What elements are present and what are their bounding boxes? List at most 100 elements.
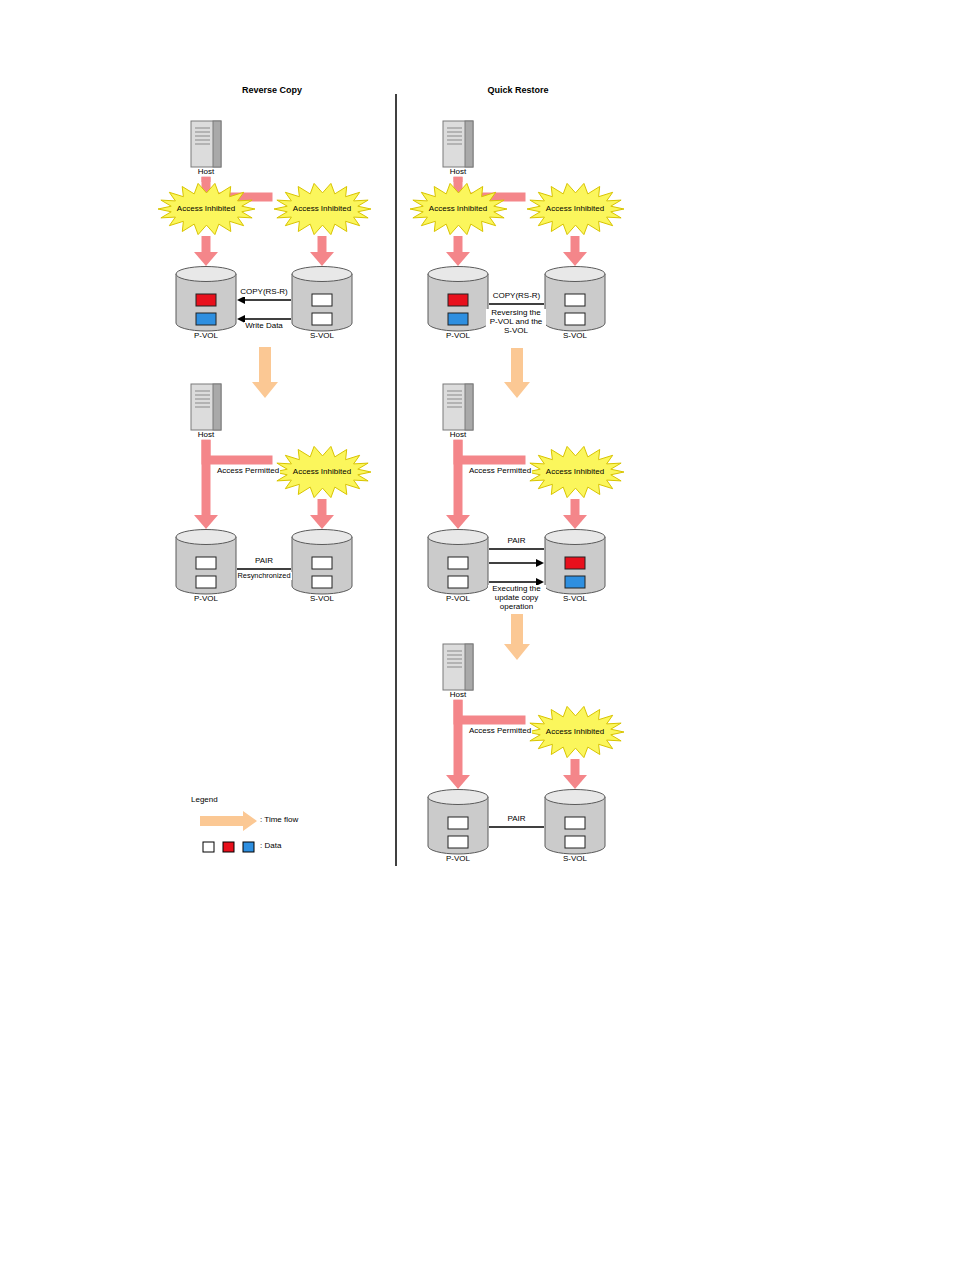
- data-block: [196, 557, 216, 569]
- server-slot: [447, 655, 462, 656]
- host-access-arrow: [194, 236, 218, 266]
- data-block: [196, 294, 216, 306]
- volume-label: S-VOL: [544, 855, 606, 864]
- burst-star: [527, 446, 624, 497]
- server-slot: [447, 651, 462, 652]
- server-body: [443, 384, 473, 430]
- arrow-head: [446, 252, 470, 266]
- data-block: [448, 836, 468, 848]
- host-access-arrow: [310, 499, 334, 529]
- server-slot: [447, 136, 462, 137]
- volume-label: P-VOL: [175, 332, 237, 341]
- cylinder-shape: [175, 529, 237, 595]
- time-flow-arrow: [252, 347, 278, 398]
- data-block: [565, 836, 585, 848]
- arrow-head: [194, 515, 218, 529]
- volume-cylinder: S-VOL: [544, 266, 606, 341]
- server-icon: [184, 383, 228, 431]
- access-bar: [458, 440, 526, 460]
- cylinder-top: [545, 267, 605, 282]
- edge-label: Access Permitted: [468, 727, 532, 736]
- link-line: [244, 299, 291, 300]
- burst-star: [274, 183, 371, 234]
- server-slot: [447, 140, 462, 141]
- volume-cylinder: P-VOL: [427, 529, 489, 604]
- legend-text: : Time flow: [259, 816, 299, 825]
- time-flow-arrow: [504, 614, 530, 660]
- server-side: [213, 384, 221, 430]
- server-side: [465, 644, 473, 690]
- burst-star: [527, 183, 624, 234]
- burst-label: Access Inhibited: [546, 205, 604, 214]
- host-server: Host: [184, 383, 228, 440]
- server-side: [465, 121, 473, 167]
- arrow-shaft: [571, 499, 580, 517]
- cylinder-top: [176, 530, 236, 545]
- volume-label: S-VOL: [544, 332, 606, 341]
- edge-label: PAIR: [506, 537, 526, 546]
- operation-note: Reversing the P-VOL and the S-VOL: [486, 309, 546, 335]
- volume-cylinder: P-VOL: [175, 529, 237, 604]
- burst-star: [274, 446, 371, 497]
- host-label: Host: [436, 431, 480, 440]
- legend-title: Legend: [190, 796, 219, 805]
- data-block: [448, 294, 468, 306]
- server-slot: [195, 140, 210, 141]
- cylinder-body: [176, 537, 236, 594]
- host-label: Host: [436, 691, 480, 700]
- host-label: Host: [184, 431, 228, 440]
- cylinder-shape: [291, 266, 353, 332]
- data-block: [448, 557, 468, 569]
- server-slot: [447, 663, 462, 664]
- server-body: [443, 121, 473, 167]
- access-burst: Access Inhibited: [526, 182, 625, 236]
- arrow-shaft: [202, 236, 211, 254]
- arrow-head: [310, 515, 334, 529]
- server-slot: [447, 395, 462, 396]
- volume-cylinder: S-VOL: [544, 789, 606, 864]
- data-block: [565, 557, 585, 569]
- arrow-head: [563, 515, 587, 529]
- host-label: Host: [436, 168, 480, 177]
- server-side: [213, 121, 221, 167]
- link-line: [244, 318, 291, 319]
- cylinder-shape: [291, 529, 353, 595]
- burst-label: Access Inhibited: [177, 205, 235, 214]
- host-server: Host: [184, 120, 228, 177]
- data-link: [237, 296, 291, 304]
- cylinder-top: [428, 267, 488, 282]
- server-slot: [195, 395, 210, 396]
- arrow-shaft: [571, 759, 580, 777]
- cylinder-shape: [427, 789, 489, 855]
- legend-data-square: [223, 842, 234, 852]
- burst-star: [158, 183, 255, 234]
- edge-label: Access Permitted: [468, 467, 532, 476]
- data-block: [448, 576, 468, 588]
- arrow-head: [310, 252, 334, 266]
- server-side: [465, 384, 473, 430]
- cylinder-body: [292, 274, 352, 331]
- access-bar: [458, 700, 526, 720]
- volume-label: P-VOL: [175, 595, 237, 604]
- host-access-arrow: [446, 236, 470, 266]
- column-title: Quick Restore: [486, 86, 549, 96]
- arrow-shaft: [571, 236, 580, 254]
- host-access-arrow: [458, 700, 526, 720]
- cylinder-shape: [544, 266, 606, 332]
- column-title: Reverse Copy: [241, 86, 303, 96]
- edge-label: PAIR: [506, 815, 526, 824]
- time-flow-arrow: [504, 348, 530, 398]
- server-slot: [447, 667, 462, 668]
- data-block: [196, 576, 216, 588]
- access-burst: Access Inhibited: [157, 182, 256, 236]
- server-slot: [447, 128, 462, 129]
- server-slot: [195, 391, 210, 392]
- cylinder-top: [545, 530, 605, 545]
- server-slot: [195, 144, 210, 145]
- cylinder-shape: [427, 529, 489, 595]
- data-block: [565, 313, 585, 325]
- host-access-arrow: [563, 499, 587, 529]
- host-server: Host: [436, 643, 480, 700]
- data-block: [312, 576, 332, 588]
